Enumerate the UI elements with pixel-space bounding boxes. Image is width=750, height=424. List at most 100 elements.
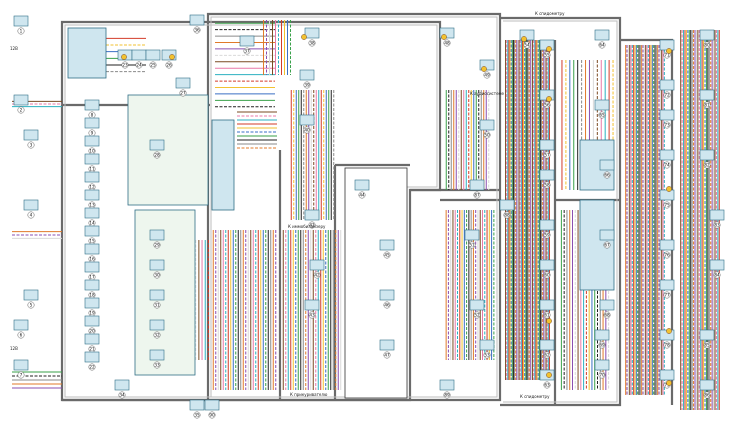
component-54: 54 [519,29,535,49]
component-number-badge [543,271,551,279]
controller-block [211,119,235,211]
component-number: 58 [544,183,550,188]
component-14: 14 [84,207,100,227]
component-number-badge [313,271,321,279]
component-8: 8 [84,99,100,119]
component-50: 50 [479,119,495,139]
component-10: 10 [84,135,100,155]
component-number: 56 [544,103,550,108]
component-number-badge [598,371,606,379]
component-number: 89 [444,393,450,398]
component-12: 12 [84,171,100,191]
component-40: 40 [299,114,315,134]
component-number-badge [135,61,143,69]
component-number: 66 [604,173,610,178]
component-number: 51 [469,243,475,248]
component-60: 60 [539,259,555,279]
lamp-icon [441,34,447,40]
component-number-badge [118,391,126,399]
component-45: 45 [379,239,395,259]
panel-left-upper [127,94,209,206]
component-number: 28 [154,153,160,158]
component-39: 39 [299,69,315,89]
component-68: 68 [599,299,615,319]
component-number: 13 [89,203,95,208]
component-number-badge [243,47,251,55]
component-number: 42 [314,273,320,278]
component-number: 45 [384,253,390,258]
component-number: 16 [89,257,95,262]
component-17: 17 [84,261,100,281]
component-number-badge [663,121,671,129]
component-6: 6 [13,319,29,339]
component-number: 6 [20,333,23,338]
component-number: 61 [544,313,550,318]
component-number-badge [153,241,161,249]
component-number: 24 [136,63,142,68]
component-number-badge [17,27,25,35]
component-number: 34 [119,393,125,398]
component-number-badge [543,51,551,59]
component-43: 43 [304,299,320,319]
component-number-badge [663,251,671,259]
component-number-badge [27,211,35,219]
component-16: 16 [84,243,100,263]
component-number: 17 [89,275,95,280]
component-20: 20 [84,315,100,335]
component-number: 15 [89,239,95,244]
component-number-badge [27,301,35,309]
component-86: 86 [699,379,715,399]
component-number: 43 [309,313,315,318]
component-number-badge [27,141,35,149]
component-number-badge [483,351,491,359]
component-number: 87 [474,193,480,198]
component-number-badge [165,61,173,69]
note-to-speedometer: К спидометру [535,11,565,16]
component-27: 27 [175,77,191,97]
component-number: 35 [194,413,200,418]
component-26: 26 [161,49,177,69]
component-64: 64 [594,29,610,49]
component-30: 30 [149,259,165,279]
component-number-badge [503,211,511,219]
component-number: 26 [166,63,172,68]
component-number-badge [383,351,391,359]
component-number-badge [153,301,161,309]
component-number-badge [483,71,491,79]
component-number: 2 [20,108,23,113]
component-number-badge [598,41,606,49]
component-67: 67 [599,229,615,249]
component-number: 63 [544,383,550,388]
component-number: 47 [384,353,390,358]
component-number: 81 [704,103,710,108]
component-number: 88 [504,213,510,218]
component-number-badge [149,61,157,69]
component-number-badge [598,111,606,119]
component-number: 41 [309,223,315,228]
component-number-badge [303,126,311,134]
component-number-badge [703,161,711,169]
component-65: 65 [594,99,610,119]
component-number: 69 [599,343,605,348]
component-4: 4 [23,199,39,219]
component-7: 7 [13,359,29,379]
component-number: 71 [664,53,670,58]
component-number: 90 [209,413,215,418]
component-number: 7 [20,373,23,378]
battery-label-bottom: 12В [10,346,18,351]
component-number: 55 [544,53,550,58]
component-number: 59 [544,233,550,238]
component-number: 50 [484,133,490,138]
component-51: 51 [464,229,480,249]
component-number: 31 [154,303,160,308]
lamp-icon [546,96,552,102]
component-31: 31 [149,289,165,309]
component-32: 32 [149,319,165,339]
component-5: 5 [23,289,39,309]
component-41: 41 [304,209,320,229]
component-number-badge [193,411,201,419]
component-number-badge [153,361,161,369]
component-46: 46 [379,289,395,309]
harness-outline-mid [278,150,410,400]
